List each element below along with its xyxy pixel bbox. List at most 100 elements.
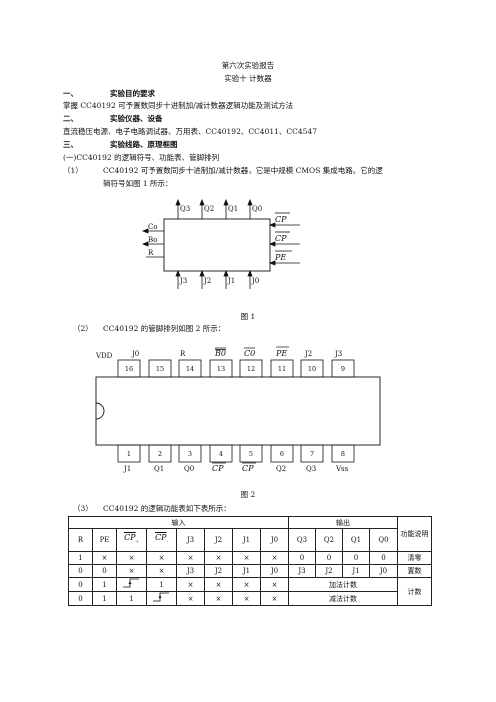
rising-edge-icon [116, 577, 147, 592]
doc-title: 第六次实验报告 [221, 61, 275, 70]
fig2-bottom-label-2: Q0 [184, 465, 194, 473]
section1-number: 一、 [63, 89, 78, 98]
col-q0: Q0 [369, 528, 398, 552]
cell: 1 [146, 577, 177, 592]
cell: × [232, 577, 261, 592]
fig1-left-pin-2: R [148, 249, 154, 257]
col-cp-up: CP+ [116, 528, 147, 552]
cell: × [260, 551, 289, 565]
fig2-top-label-0: VDD [95, 352, 113, 360]
cell: × [146, 551, 177, 565]
table-header-function: 功能说明 [397, 516, 432, 552]
fig2-bottom-num-4: 5 [249, 450, 253, 458]
cell: × [232, 551, 261, 565]
cell-count-up: 加法计数 [288, 577, 398, 592]
cell: 0 [369, 551, 398, 565]
fig2-bottom-label-4: CP [242, 464, 254, 473]
item2-text: CC40192 的管脚排列如图 2 所示： [103, 324, 226, 333]
col-q1: Q1 [342, 528, 370, 552]
cell: × [146, 564, 177, 578]
section2-heading: 实验仪器、设备 [110, 114, 163, 123]
col-j0: J0 [260, 528, 289, 552]
fig1-top-pin-0: Q3 [180, 205, 190, 213]
cell: × [176, 551, 205, 565]
cell: 1 [68, 551, 93, 565]
fig2-top-label-3: B0 [214, 349, 226, 358]
fig1-right-pin-1: CP [275, 234, 287, 243]
cell-function: 置数 [397, 564, 432, 578]
cell-count-down: 减法计数 [288, 591, 398, 606]
item1-line2: 辑符号如图 1 所示： [103, 179, 173, 188]
item3-number: （3） [73, 504, 93, 513]
cell: × [204, 577, 233, 592]
fig2-top-num-6: 10 [308, 365, 316, 373]
fig2-bottom-num-6: 7 [310, 450, 314, 458]
fig2-bottom-label-0: J1 [123, 465, 131, 473]
fig1-top-pin-1: Q2 [204, 205, 214, 213]
subsection-1: (一)CC40192 的逻辑符号、功能表、管脚排列 [63, 153, 220, 162]
item1-number: （1） [63, 166, 83, 175]
cell: × [116, 564, 147, 578]
cell: × [204, 551, 233, 565]
cell: 0 [92, 564, 117, 578]
col-q2: Q2 [315, 528, 343, 552]
chip-body [163, 218, 271, 272]
function-table: 输入 输出 功能说明 R PE CP+ CP- J3 J2 J1 J0 Q3 Q… [68, 516, 432, 606]
cell: × [204, 591, 233, 606]
cell: 0 [68, 564, 93, 578]
fig2-top-num-2: 14 [186, 365, 194, 373]
fig1-bottom-pin-3: J0 [251, 277, 259, 285]
rising-edge-icon [146, 591, 177, 606]
fig2-top-label-2: R [180, 350, 186, 358]
col-cp-down: CP- [146, 528, 177, 552]
fig2-bottom-num-2: 3 [188, 450, 192, 458]
cell: 1 [92, 591, 117, 606]
fig2-bottom-label-5: Q2 [276, 465, 286, 473]
fig2-top-num-0: 16 [125, 365, 133, 373]
cell: 0 [68, 591, 93, 606]
fig2-top-label-6: J2 [304, 350, 312, 358]
fig1-right-pin-2: PE [274, 253, 286, 262]
table-row: 0 1 1 × × × × 加法计数 计数 [68, 577, 432, 606]
table-header-input: 输入 [68, 516, 289, 529]
cell: J0 [260, 564, 289, 578]
fig1-right-pin-0: CP [275, 215, 287, 224]
fig2-top-num-7: 9 [341, 365, 345, 373]
fig2-bottom-num-1: 2 [158, 450, 162, 458]
figure2-caption: 图 2 [240, 490, 256, 499]
fig1-bottom-pin-2: J1 [227, 277, 235, 285]
cell: J3 [176, 564, 205, 578]
item1-line1: CC40192 可予置数同步十进制加/减计数器，它是中规模 CMOS 集成电路。… [103, 166, 383, 175]
col-j3: J3 [176, 528, 205, 552]
section3-heading: 实验线路、原理框图 [110, 140, 178, 149]
fig2-bottom-label-6: Q3 [306, 465, 316, 473]
fig2-top-label-7: J3 [334, 350, 342, 358]
chip-notch [95, 402, 105, 420]
fig1-top-pin-3: Q0 [252, 205, 262, 213]
fig2-bottom-num-5: 6 [280, 450, 284, 458]
fig1-top-pin-2: Q1 [228, 205, 238, 213]
item3-text: CC40192 的逻辑功能表如下表所示： [103, 504, 231, 513]
cell: J1 [232, 564, 261, 578]
table-row: 0 0 × × J3 J2 J1 J0 J3 J2 J1 J0 置数 [68, 564, 432, 578]
fig1-bottom-pin-0: J3 [179, 277, 187, 285]
cell: 1 [116, 591, 147, 606]
cell: 0 [342, 551, 370, 565]
cell: × [260, 591, 289, 606]
cell: × [176, 577, 205, 592]
table-row: 0 1 1 × × × × 减法计数 [68, 591, 432, 606]
fig2-bottom-num-3: 4 [219, 450, 223, 458]
fig2-top-num-5: 11 [278, 365, 286, 373]
cell: J1 [342, 564, 370, 578]
fig2-bottom-label-1: Q1 [154, 465, 164, 473]
figure1-logic-symbol: Q3 Q2 Q1 Q0 Co Bo R CP CP PE J3 J2 J1 J0 [141, 198, 300, 289]
col-r: R [68, 528, 93, 552]
fig2-top-num-4: 12 [247, 365, 255, 373]
doc-subtitle: 实验十 计数器 [224, 74, 272, 83]
section1-body: 掌握 CC40192 可予置数同步十进制加/减计数器逻辑功能及测试方法 [63, 101, 294, 110]
col-cp-up-label: CP [124, 533, 136, 543]
cell-function-count: 计数 [397, 577, 432, 606]
fig1-left-pin-1: Bo [148, 236, 157, 244]
col-cp-down-label: CP [155, 533, 167, 543]
fig2-bottom-label-7: Vss [335, 465, 349, 473]
